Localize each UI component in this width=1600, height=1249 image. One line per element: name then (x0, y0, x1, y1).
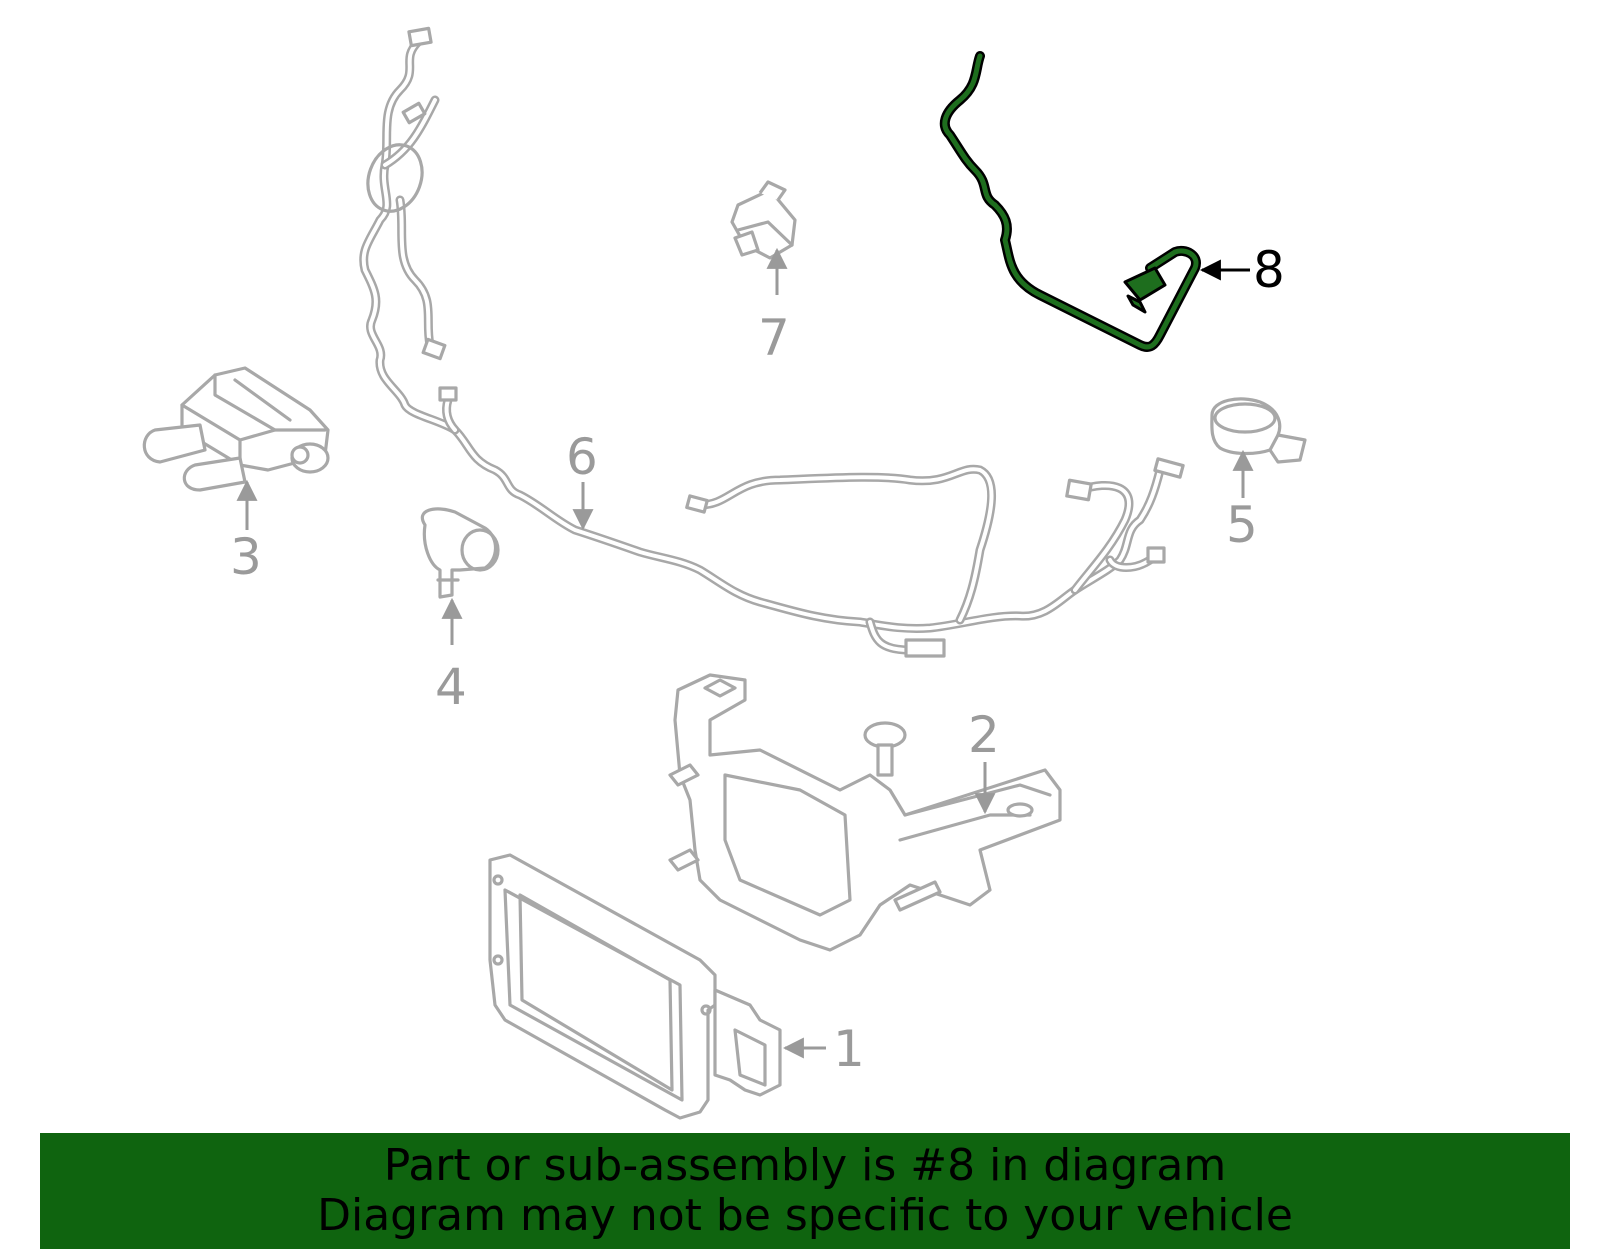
callout-3: 3 (230, 528, 262, 586)
wiring-harness-part-6[interactable] (359, 26, 1185, 658)
module-part-1[interactable] (488, 853, 782, 1120)
sensor-part-5[interactable] (1210, 397, 1307, 464)
callout-2: 2 (968, 706, 1000, 764)
sensor-part-7[interactable] (730, 180, 797, 260)
banner-line-1: Part or sub-assembly is #8 in diagram (383, 1140, 1227, 1191)
callout-8: 8 (1253, 241, 1285, 299)
bracket-part-2[interactable] (668, 673, 1062, 952)
callout-4: 4 (435, 658, 467, 716)
callout-6: 6 (566, 428, 598, 486)
info-banner: Part or sub-assembly is #8 in diagram Di… (40, 1133, 1570, 1249)
callout-5: 5 (1226, 496, 1258, 554)
banner-line-2: Diagram may not be specific to your vehi… (317, 1190, 1293, 1241)
sensor-part-4[interactable] (420, 507, 500, 599)
callout-1: 1 (833, 1020, 865, 1078)
callout-7: 7 (758, 309, 790, 367)
cable-part-8-highlighted[interactable] (939, 51, 1201, 352)
bracket-part-3[interactable] (142, 366, 330, 492)
